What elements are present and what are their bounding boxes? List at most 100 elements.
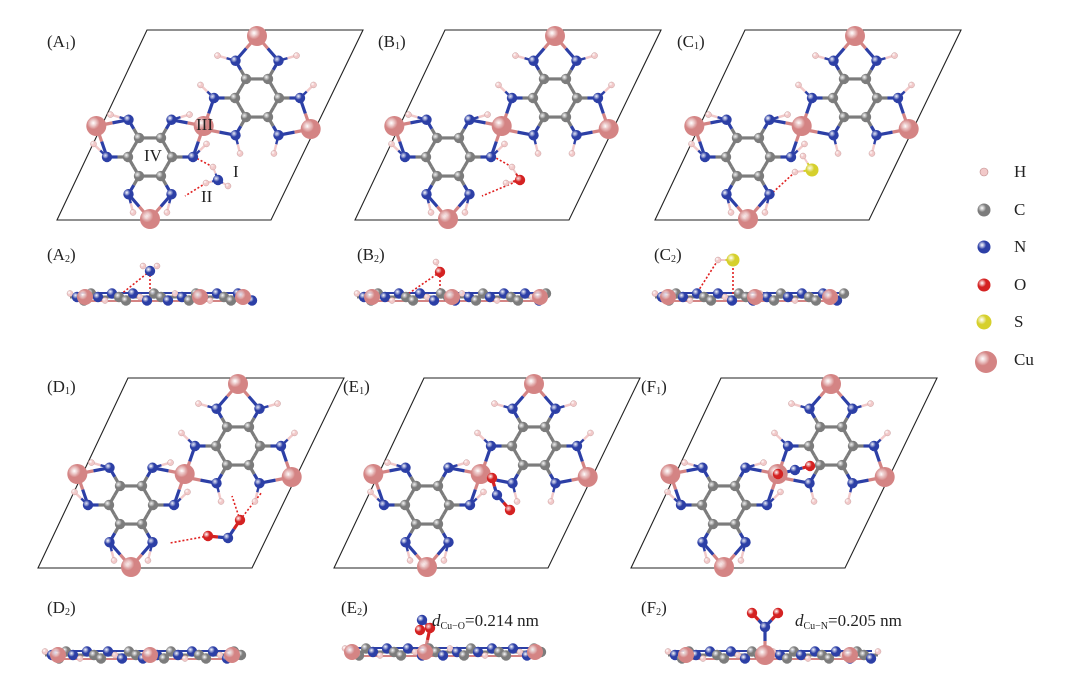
carbon-atom — [512, 295, 524, 306]
copper-atom — [247, 26, 267, 46]
hydrogen-atom — [568, 150, 576, 157]
carbon-atom — [432, 480, 444, 492]
nitrogen-atom — [222, 532, 234, 544]
nitrogen-atom — [847, 403, 858, 414]
nitrogen-atom — [428, 295, 440, 306]
nitrogen-atom — [82, 499, 94, 511]
hydrogen-atom — [107, 111, 114, 118]
carbon-atom — [210, 440, 222, 452]
copper-atom — [577, 467, 598, 487]
nitrogen-atom — [275, 440, 287, 452]
hydrogen-atom — [734, 651, 742, 659]
nitrogen-atom — [443, 462, 454, 473]
nitrogen-atom — [166, 114, 177, 125]
nitrogen-atom — [528, 55, 539, 66]
nitrogen-atom — [892, 92, 904, 104]
panel-label-f2: F2 — [641, 599, 667, 618]
carbon-atom — [470, 295, 482, 306]
nitrogen-atom — [379, 291, 391, 303]
copper-atom — [470, 464, 491, 484]
nitrogen-atom — [127, 288, 139, 299]
nitrogen-atom — [294, 92, 306, 104]
nitrogen-atom — [721, 114, 732, 125]
oxygen-atom — [234, 514, 246, 526]
unit-cell-outline — [56, 29, 364, 221]
nitrogen-atom — [782, 440, 794, 452]
hydrogen-atom — [270, 150, 278, 157]
oxygen-atom — [424, 622, 436, 634]
copper-atom — [845, 26, 865, 46]
hydrogen-atom — [461, 209, 469, 216]
hydrogen-bond-line — [404, 271, 441, 297]
carbon-atom — [262, 111, 274, 123]
hydrogen-atom — [405, 111, 412, 118]
nitrogen-atom — [464, 499, 476, 511]
panel-label-c2: C2 — [654, 246, 682, 265]
hydrogen-atom — [206, 297, 214, 304]
hydrogen-atom — [761, 209, 769, 216]
nitrogen-atom — [104, 462, 115, 473]
carbon-atom — [781, 653, 793, 664]
hydrogen-atom — [291, 429, 298, 437]
copper-atom — [140, 209, 160, 229]
nitrogen-atom — [795, 649, 807, 661]
oxygen-atom — [746, 607, 758, 619]
copper-atom — [842, 647, 858, 663]
nitrogen-atom — [507, 643, 519, 654]
copper-atom — [224, 647, 240, 663]
carbon-atom — [707, 480, 719, 492]
carbon-atom — [453, 170, 465, 182]
nitrogen-atom — [273, 130, 284, 141]
hydrogen-atom — [88, 459, 95, 466]
distance-label-cu-o: dCu−O=0.214 nm — [432, 611, 539, 632]
copper-atom — [822, 289, 838, 305]
carbon-atom — [823, 653, 835, 664]
sulfur-atom — [805, 163, 819, 177]
carbon-atom — [838, 288, 850, 299]
oxygen-atom — [202, 530, 214, 542]
carbon-atom — [550, 440, 562, 452]
nitrogen-atom — [847, 478, 858, 489]
hydrogen-atom — [110, 557, 118, 564]
copper-atom — [174, 464, 195, 484]
nitrogen-atom — [712, 288, 724, 299]
nitrogen-atom — [571, 440, 583, 452]
copper-atom — [755, 645, 775, 665]
hydrogen-atom — [139, 262, 147, 270]
carbon-atom — [838, 73, 850, 85]
unit-cell-outline — [630, 377, 938, 569]
carbon-atom — [120, 295, 132, 306]
nitrogen-atom — [550, 403, 561, 414]
hydrogen-atom — [891, 52, 898, 59]
carbon-atom — [527, 92, 539, 104]
carbon-atom — [803, 440, 815, 452]
carbon-atom — [229, 92, 241, 104]
hydrogen-atom — [484, 111, 491, 118]
hydrogen-bond-line — [195, 157, 214, 168]
hydrogen-atom — [516, 648, 524, 656]
atom-layer — [41, 26, 919, 665]
nitrogen-atom — [102, 646, 114, 657]
carbon-atom — [166, 151, 178, 163]
carbon-atom — [571, 92, 583, 104]
hydrogen-atom — [41, 648, 49, 655]
hydrogen-atom — [353, 290, 361, 297]
oxygen-atom — [772, 607, 784, 619]
carbon-atom — [273, 92, 285, 104]
carbon-atom — [420, 151, 432, 163]
nitrogen-atom — [421, 114, 432, 125]
copper-atom — [598, 119, 619, 139]
carbon-atom — [95, 653, 107, 664]
copper-atom — [532, 289, 548, 305]
hydrogen-atom — [376, 652, 384, 659]
oxygen-atom — [804, 460, 816, 472]
carbon-atom — [731, 170, 743, 182]
carbon-atom — [254, 440, 266, 452]
carbon-atom — [500, 650, 512, 661]
hydrogen-bond-line — [239, 491, 263, 521]
hydrogen-atom — [513, 498, 521, 505]
carbon-atom — [183, 295, 195, 306]
carbon-atom — [847, 440, 859, 452]
carbon-atom — [705, 295, 717, 306]
carbon-atom — [155, 170, 167, 182]
